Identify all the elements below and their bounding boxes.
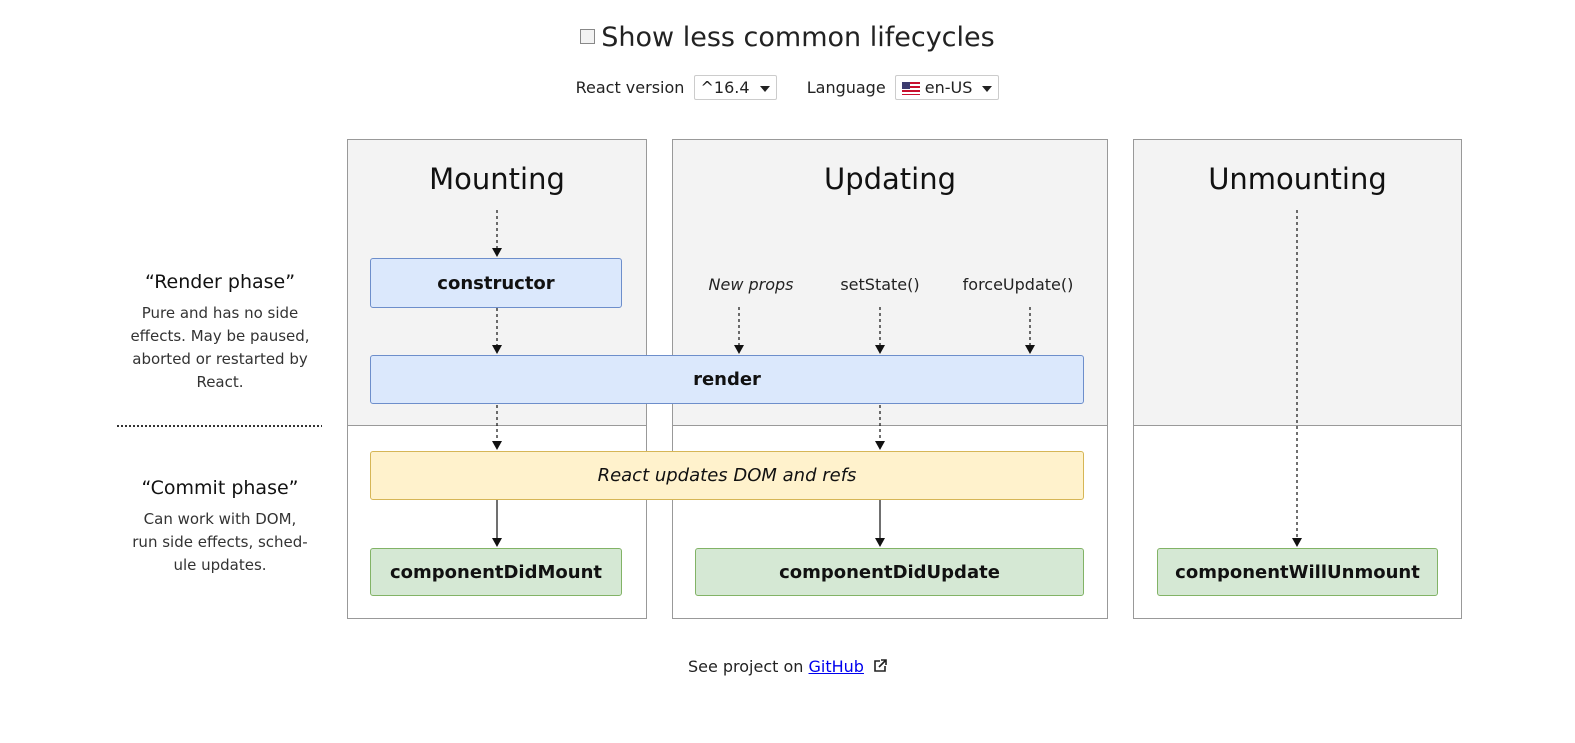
github-link[interactable]: GitHub	[808, 657, 864, 676]
will-unmount-box[interactable]: componentWillUnmount	[1157, 548, 1438, 596]
chevron-down-icon	[759, 85, 770, 92]
render-phase-line: aborted or restarted by	[132, 350, 308, 368]
commit-phase-title: “Commit phase”	[141, 477, 299, 499]
trigger-force-update: forceUpdate()	[962, 275, 1074, 294]
commit-phase-line: Can work with DOM,	[143, 510, 297, 528]
commit-phase-line: ule updates.	[173, 556, 267, 574]
react-version-value: ^16.4	[700, 78, 750, 97]
render-phase-title: “Render phase”	[144, 271, 296, 293]
language-label: Language	[806, 78, 886, 97]
controls-bar: React version ^16.4 Language en-US	[0, 75, 1575, 100]
arrowhead	[734, 345, 744, 354]
render-phase-description: Pure and has no side effects. May be pau…	[110, 302, 330, 394]
render-phase-line: React.	[196, 373, 244, 391]
commit-phase-line: run side effects, sched-	[132, 533, 308, 551]
react-version-select[interactable]: ^16.4	[693, 75, 777, 100]
trigger-new-props: New props	[708, 275, 794, 294]
arrowhead	[875, 441, 885, 450]
did-update-box[interactable]: componentDidUpdate	[695, 548, 1084, 596]
less-common-toggle[interactable]: Show less common lifecycles	[0, 22, 1575, 53]
constructor-box[interactable]: constructor	[370, 258, 622, 308]
arrowhead	[875, 538, 885, 547]
arrowhead	[492, 538, 502, 547]
external-link-icon[interactable]	[873, 659, 887, 673]
arrowhead	[875, 345, 885, 354]
render-phase-line: effects. May be paused,	[130, 327, 310, 345]
arrowhead	[1025, 345, 1035, 354]
arrowhead	[492, 441, 502, 450]
arrowhead	[1292, 538, 1302, 547]
arrowhead	[492, 248, 502, 257]
commit-phase-description: Can work with DOM, run side effects, sch…	[110, 508, 330, 577]
react-version-label: React version	[575, 78, 685, 97]
less-common-checkbox[interactable]	[580, 29, 596, 44]
render-phase-line: Pure and has no side	[141, 304, 299, 322]
language-value: en-US	[924, 78, 973, 97]
footer-prefix: See project on	[687, 657, 804, 676]
updating-title: Updating	[823, 162, 957, 196]
mounting-title: Mounting	[429, 162, 565, 196]
language-select[interactable]: en-US	[894, 75, 1000, 100]
render-box[interactable]: render	[370, 355, 1084, 404]
footer: See project on GitHub	[0, 657, 1575, 676]
arrowhead	[492, 345, 502, 354]
us-flag-icon	[901, 82, 920, 95]
unmounting-title: Unmounting	[1208, 162, 1387, 196]
dom-update-box: React updates DOM and refs	[370, 451, 1084, 500]
did-mount-box[interactable]: componentDidMount	[370, 548, 622, 596]
less-common-label: Show less common lifecycles	[601, 22, 995, 53]
chevron-down-icon	[982, 85, 993, 92]
trigger-set-state: setState()	[840, 275, 920, 294]
